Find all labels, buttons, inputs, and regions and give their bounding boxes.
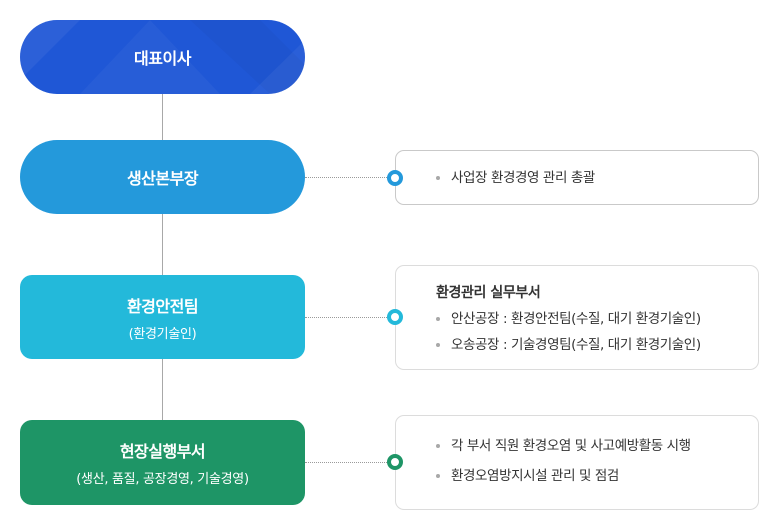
node-title: 대표이사: [134, 49, 191, 68]
node-ceo: 대표이사: [20, 20, 305, 94]
list-item: 안산공장 : 환경안전팀(수질, 대기 환경기술인): [436, 310, 748, 328]
list-item-text: 사업장 환경경영 관리 총괄: [451, 170, 595, 186]
node-subtitle: (환경기술인): [128, 326, 197, 342]
connector-dot-icon: [387, 170, 403, 186]
list-item: 환경오염방지시설 관리 및 점검: [436, 467, 748, 485]
list-item: 각 부서 직원 환경오염 및 사고예방활동 시행: [436, 437, 748, 455]
detail-box-production-head: 사업장 환경경영 관리 총괄: [387, 150, 759, 205]
vertical-connector: [162, 214, 163, 275]
list-item: 오송공장 : 기술경영팀(수질, 대기 환경기술인): [436, 336, 748, 354]
bullet-icon: [436, 474, 440, 478]
detail-box-field-dept: 각 부서 직원 환경오염 및 사고예방활동 시행 환경오염방지시설 관리 및 점…: [387, 415, 759, 510]
node-title: 생산본부장: [126, 169, 199, 188]
list-item-text: 오송공장 : 기술경영팀(수질, 대기 환경기술인): [451, 337, 701, 353]
list-item: 사업장 환경경영 관리 총괄: [436, 169, 748, 187]
list-item-text: 안산공장 : 환경안전팀(수질, 대기 환경기술인): [451, 311, 701, 327]
list-item-text: 환경오염방지시설 관리 및 점검: [451, 468, 619, 484]
connector-dot-icon: [387, 309, 403, 325]
connector-dot-icon: [387, 454, 403, 470]
node-production-head: 생산본부장: [20, 140, 305, 214]
detail-box-env-safety-team: 환경관리 실무부서 안산공장 : 환경안전팀(수질, 대기 환경기술인) 오송공…: [387, 265, 759, 370]
node-field-dept: 현장실행부서 (생산, 품질, 공장경영, 기술경영): [20, 420, 305, 505]
detail-list: 안산공장 : 환경안전팀(수질, 대기 환경기술인) 오송공장 : 기술경영팀(…: [436, 310, 748, 354]
horizontal-connector: [305, 462, 395, 463]
node-env-safety-team: 환경안전팀 (환경기술인): [20, 275, 305, 359]
bullet-icon: [436, 343, 440, 347]
horizontal-connector: [305, 177, 395, 178]
detail-heading: 환경관리 실무부서: [436, 285, 541, 301]
bullet-icon: [436, 317, 440, 321]
node-title: 현장실행부서: [119, 442, 206, 461]
vertical-connector: [162, 94, 163, 140]
detail-list: 각 부서 직원 환경오염 및 사고예방활동 시행 환경오염방지시설 관리 및 점…: [436, 437, 748, 485]
bullet-icon: [436, 176, 440, 180]
node-title: 환경안전팀: [126, 296, 199, 316]
bullet-icon: [436, 444, 440, 448]
list-item-text: 각 부서 직원 환경오염 및 사고예방활동 시행: [451, 438, 691, 454]
detail-list: 사업장 환경경영 관리 총괄: [436, 169, 748, 187]
node-subtitle: (생산, 품질, 공장경영, 기술경영): [76, 472, 249, 487]
vertical-connector: [162, 359, 163, 420]
horizontal-connector: [305, 317, 395, 318]
